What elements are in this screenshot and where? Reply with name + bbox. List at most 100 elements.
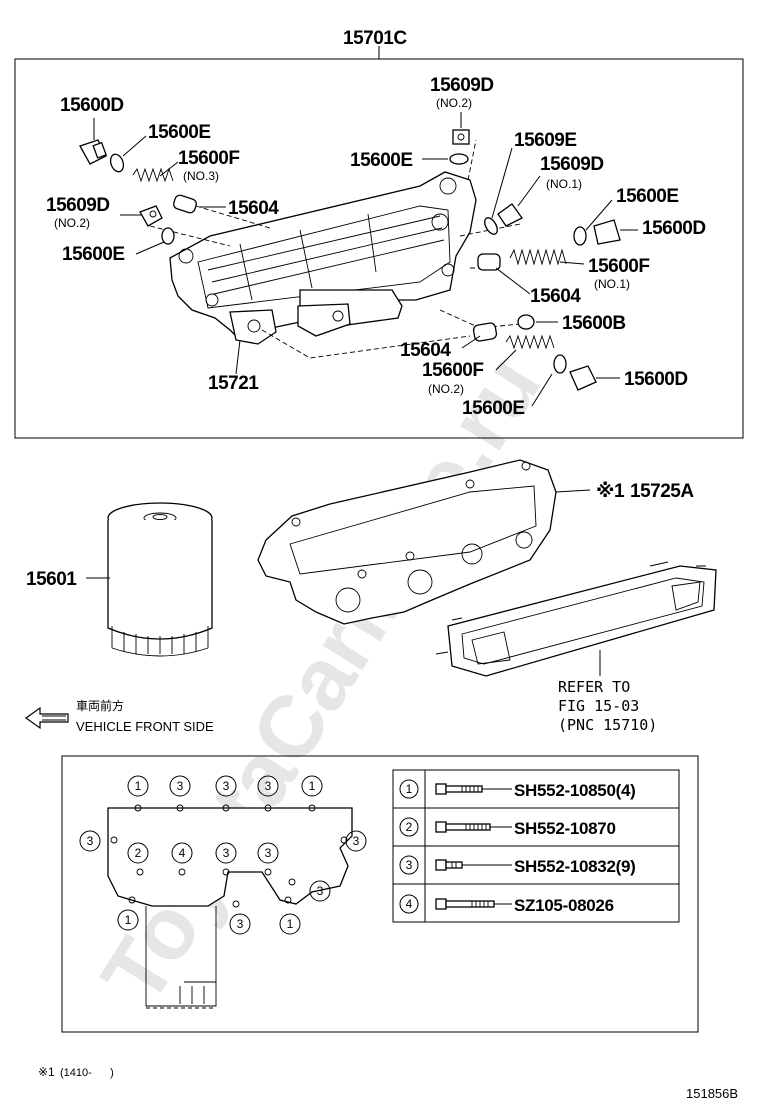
svg-text:3: 3: [265, 846, 272, 860]
callout-no1-a: (NO.1): [546, 177, 582, 191]
svg-text:1: 1: [125, 913, 132, 927]
figure-id: 151856B: [686, 1086, 738, 1101]
callout-15600B[interactable]: 15600B: [562, 313, 626, 334]
svg-text:4: 4: [179, 846, 186, 860]
o-ring-15609E[interactable]: [482, 216, 500, 237]
callout-no1-b: (NO.1): [594, 277, 630, 291]
bolt-marker-top-3[interactable]: 3: [215, 775, 237, 797]
plug-15609D-no1[interactable]: [497, 203, 523, 227]
oil-filter[interactable]: [107, 502, 213, 657]
bolt-marker-bottom-3[interactable]: 1: [279, 913, 301, 935]
assembly-part-number[interactable]: 15701C: [343, 28, 408, 49]
spring-15600F-no3[interactable]: [132, 167, 174, 183]
oil-cooler-body: [169, 171, 477, 375]
footnote-mark: ※1: [38, 1065, 55, 1079]
callout-15600E-top[interactable]: 15600E: [350, 150, 413, 171]
refer-line2: FIG 15-03: [558, 697, 639, 715]
vehicle-front-arrow: [24, 706, 69, 730]
svg-text:3: 3: [265, 779, 272, 793]
callout-15725A[interactable]: 15725A: [630, 481, 695, 502]
svg-text:3: 3: [237, 917, 244, 931]
refer-line3: (PNC 15710): [558, 716, 657, 734]
callout-15609D-no1[interactable]: 15609D: [540, 154, 604, 175]
watermark-text: ToyotaCarMine.ru: [82, 339, 559, 1020]
bolt-marker-right-low[interactable]: 3: [309, 880, 331, 902]
valve-15604-left[interactable]: [172, 194, 197, 214]
bolt-row-2[interactable]: 2 SH552-10870: [399, 817, 616, 838]
direction-jp: 車両前方: [76, 698, 124, 713]
callout-15609D-no2-top[interactable]: 15609D: [430, 75, 494, 96]
svg-text:1: 1: [287, 917, 294, 931]
bolt-marker-mid-4[interactable]: 3: [257, 842, 279, 864]
callout-15609D-no2-left[interactable]: 15609D: [46, 195, 110, 216]
bolt-row-1[interactable]: 1 SH552-10850(4): [399, 779, 636, 800]
callout-15600E-bottom[interactable]: 15600E: [462, 398, 525, 419]
plug-15600D-bottom[interactable]: [569, 365, 597, 391]
svg-text:3: 3: [353, 834, 360, 848]
bolt-marker-left[interactable]: 3: [79, 830, 101, 852]
callout-15600D-right[interactable]: 15600D: [642, 218, 706, 239]
gasket-mark: ※1: [596, 481, 625, 502]
bolt-part-4: SZ105-08026: [514, 896, 614, 915]
callout-no3: (NO.3): [183, 169, 219, 183]
bolt-marker-mid-2[interactable]: 4: [171, 842, 193, 864]
callout-no2-left: (NO.2): [54, 216, 90, 230]
callout-15600F-no2[interactable]: 15600F: [422, 360, 484, 381]
bolt-marker-bottom-1[interactable]: 1: [117, 909, 139, 931]
spring-15600F-no1[interactable]: [509, 248, 567, 266]
bolt-index-4: [399, 894, 419, 914]
bolt-table: [392, 769, 680, 923]
o-ring-15600E-left[interactable]: [161, 227, 175, 245]
bolt-marker-top-1[interactable]: 1: [127, 775, 149, 797]
o-ring-15600E-bottom[interactable]: [553, 354, 567, 374]
callout-15604-c[interactable]: 15604: [400, 340, 452, 361]
callout-15600F-no1[interactable]: 15600F: [588, 256, 650, 277]
bolt-part-1: SH552-10850(4): [514, 781, 636, 800]
bolt-marker-right[interactable]: 3: [345, 830, 367, 852]
callout-15604-b[interactable]: 15604: [530, 286, 582, 307]
oil-cooler-assembly: 15701C: [14, 28, 744, 439]
callout-no2-c: (NO.2): [428, 382, 464, 396]
bolt-layout-diagram: [107, 804, 353, 1009]
valve-15604-right[interactable]: [477, 253, 501, 271]
gasket[interactable]: [257, 459, 557, 625]
bolt-marker-mid-1[interactable]: 2: [127, 842, 149, 864]
bolt-part-3: SH552-10832(9): [514, 857, 636, 876]
bolt-index-1: [399, 779, 419, 799]
svg-text:1: 1: [406, 782, 413, 796]
plug-15609D-left[interactable]: [139, 205, 163, 227]
callout-15604-a[interactable]: 15604: [228, 198, 280, 219]
o-ring-15600E-top[interactable]: [449, 153, 469, 165]
o-ring-15600B[interactable]: [517, 314, 535, 330]
bolt-marker-bottom-2[interactable]: 3: [229, 913, 251, 935]
callout-15600E-left[interactable]: 15600E: [62, 244, 125, 265]
bolt-row-3[interactable]: 3 SH552-10832(9): [399, 855, 636, 876]
bolt-part-2: SH552-10870: [514, 819, 616, 838]
plug-15609D-top[interactable]: [452, 129, 470, 145]
o-ring-15600E-a[interactable]: [108, 152, 125, 173]
cooler-cover[interactable]: [435, 561, 717, 677]
callout-15600E-right[interactable]: 15600E: [616, 186, 679, 207]
callout-15600F-no3[interactable]: 15600F: [178, 148, 240, 169]
callout-15600D-bottom[interactable]: 15600D: [624, 369, 688, 390]
callout-15601[interactable]: 15601: [26, 569, 78, 590]
callout-15600D-top-left[interactable]: 15600D: [60, 95, 124, 116]
spring-15600F-no2[interactable]: [505, 334, 555, 350]
bolt-layout-frame: [61, 755, 699, 1033]
bolt-marker-top-4[interactable]: 3: [257, 775, 279, 797]
bolt-marker-top-2[interactable]: 3: [169, 775, 191, 797]
callout-15600E-a[interactable]: 15600E: [148, 122, 211, 143]
bolt-index-3: [399, 855, 419, 875]
bolt-row-4[interactable]: 4 SZ105-08026: [399, 894, 614, 915]
svg-text:1: 1: [135, 779, 142, 793]
footnote-text: (1410- ): [60, 1067, 114, 1079]
bolt-marker-mid-3[interactable]: 3: [215, 842, 237, 864]
plug-15600D-top-left[interactable]: [79, 139, 107, 165]
bolt-marker-top-5[interactable]: 1: [301, 775, 323, 797]
callout-15609E[interactable]: 15609E: [514, 130, 577, 151]
bolt-icon: [435, 859, 463, 871]
o-ring-15600E-right[interactable]: [573, 226, 587, 246]
callout-15721[interactable]: 15721: [208, 373, 260, 394]
svg-text:2: 2: [135, 846, 142, 860]
plug-15600D-right[interactable]: [593, 219, 621, 245]
